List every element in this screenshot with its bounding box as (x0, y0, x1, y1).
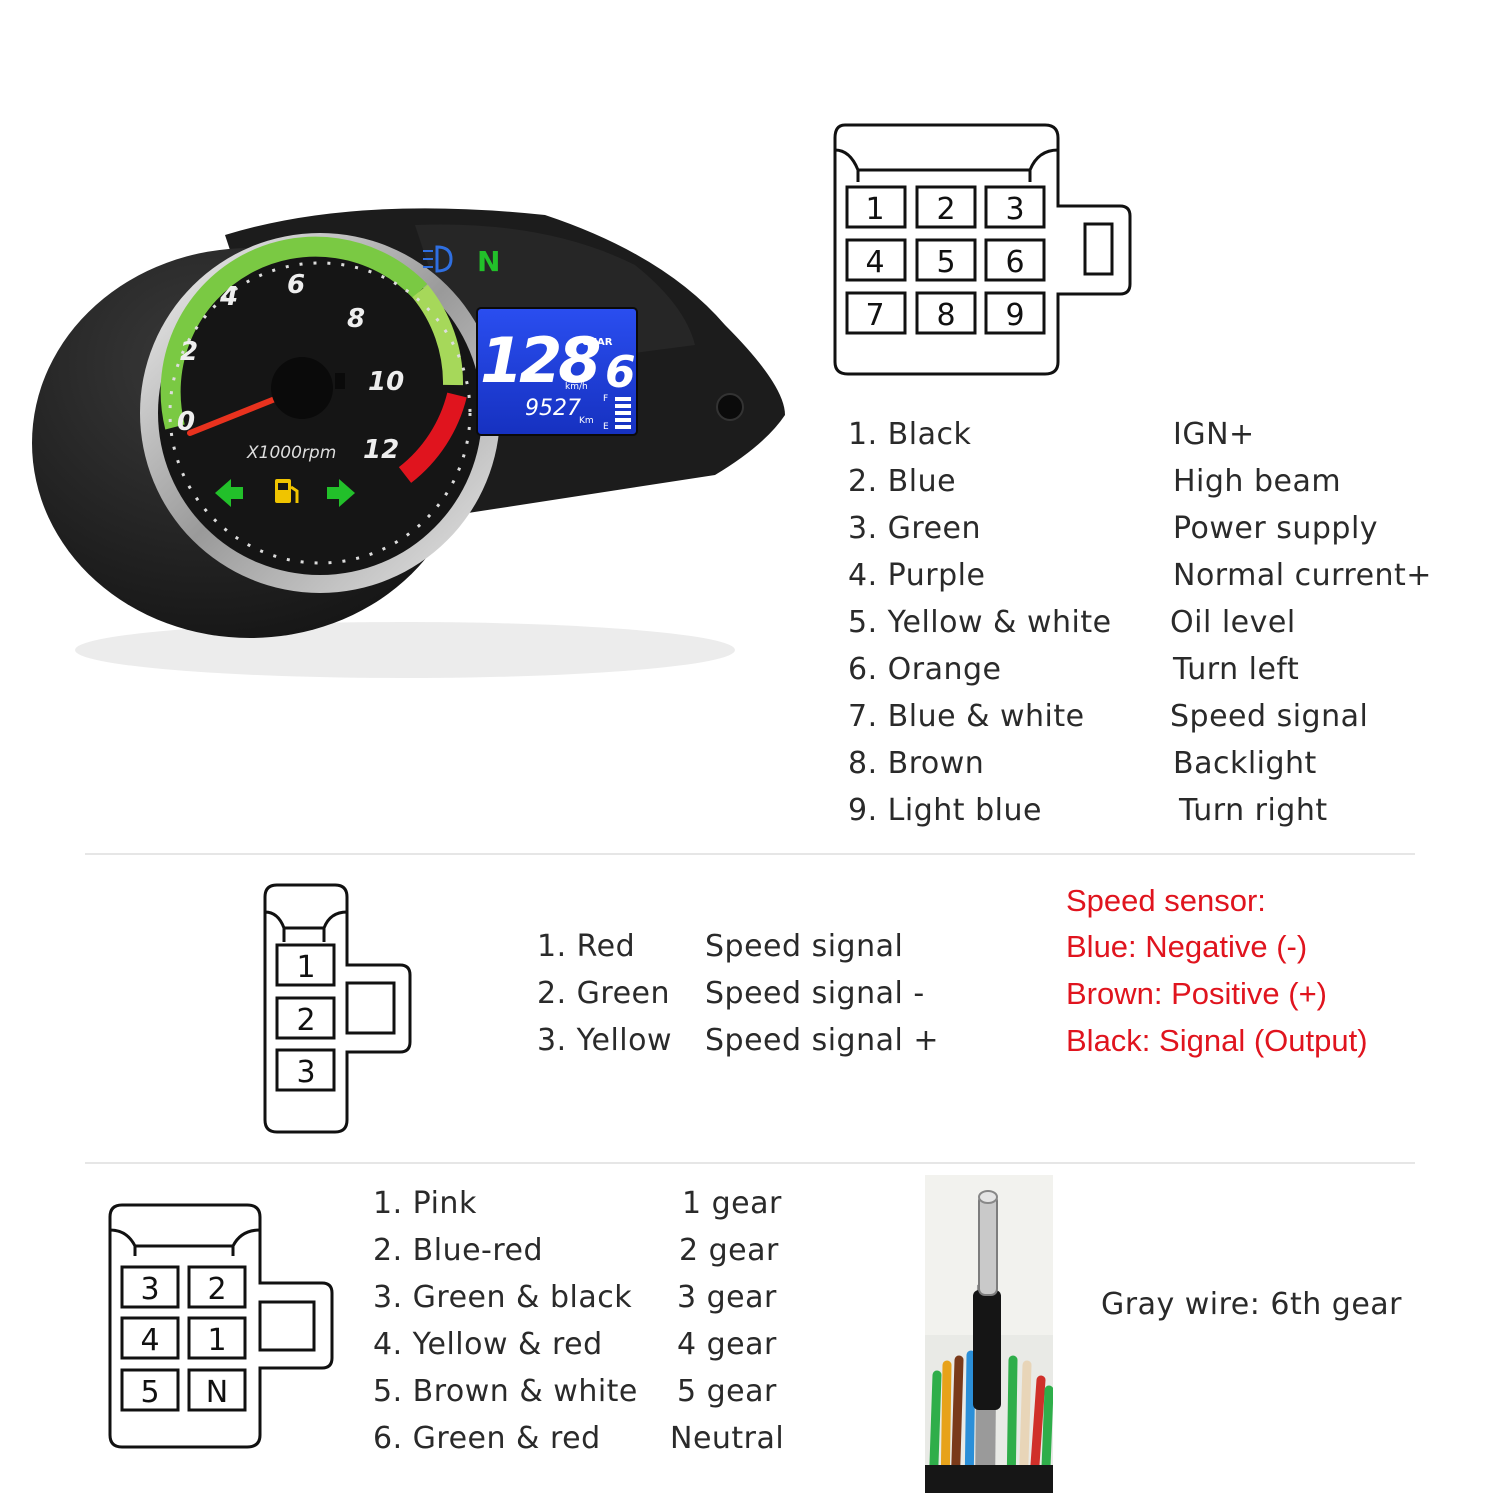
section-divider (85, 1162, 1415, 1164)
wire-color: 1. Black (848, 417, 972, 452)
rpm-label: X1000rpm (246, 443, 336, 463)
wire-color: 3. Yellow (537, 1023, 673, 1058)
pin-3: 3 (140, 1272, 159, 1307)
wire-function: 1 gear (682, 1186, 782, 1221)
pin-2: 2 (207, 1272, 226, 1307)
needle-hub (271, 357, 333, 419)
wire-color: 5. Yellow & white (848, 605, 1112, 640)
lcd-speed-unit: km/h (565, 382, 588, 392)
wire-function: IGN+ (1173, 417, 1255, 452)
rpm-tick-12: 12 (363, 435, 399, 465)
rpm-tick-10: 10 (368, 367, 404, 397)
neutral-indicator: N (477, 245, 500, 278)
wire-function: Normal current+ (1173, 558, 1432, 593)
wire-color: 5. Brown & white (373, 1374, 638, 1409)
pin-5: 5 (936, 245, 955, 280)
wire-color: 6. Green & red (373, 1421, 601, 1456)
lcd-gear: 6 (605, 347, 636, 398)
gray-wire-note: Gray wire: 6th gear (1101, 1287, 1403, 1322)
connector-6pin: 3 2 4 1 5 N (108, 1203, 334, 1449)
high-beam-icon (423, 245, 453, 273)
rpm-tick-2: 2 (180, 337, 198, 367)
wire-function: Neutral (670, 1421, 785, 1456)
speed-sensor-line: Blue: Negative (-) (1066, 929, 1308, 964)
wire-function: 5 gear (677, 1374, 777, 1409)
wire-function: Speed signal (1170, 699, 1369, 734)
wire-color: 3. Green (848, 511, 982, 546)
rpm-tick-8: 8 (347, 304, 365, 334)
speed-sensor-title: Speed sensor: (1066, 883, 1266, 918)
wire-function: Speed signal - (705, 976, 925, 1011)
wire-color: 2. Green (537, 976, 671, 1011)
connector-3pin: 1 2 3 (263, 883, 412, 1134)
rpm-green-band (160, 236, 428, 430)
pin-1: 1 (296, 950, 315, 985)
lcd-odometer-unit: Km (579, 416, 594, 426)
wire-function: Power supply (1173, 511, 1379, 546)
wire-color: 3. Green & black (373, 1280, 633, 1315)
wire-color: 8. Brown (848, 746, 985, 781)
gray-wire-photo (925, 1175, 1053, 1493)
fuel-icon (275, 479, 299, 503)
wire-function: Speed signal (705, 929, 904, 964)
wire-function: Turn left (1173, 652, 1300, 687)
shadow (75, 622, 735, 678)
pin-5: 5 (140, 1375, 159, 1410)
lcd-speed: 128 (480, 324, 599, 397)
rpm-tick-4: 4 (219, 282, 238, 312)
speed-sensor-line: Brown: Positive (+) (1066, 976, 1328, 1011)
wire-function: High beam (1173, 464, 1342, 499)
wire-color: 2. Blue-red (373, 1233, 544, 1268)
pin-9: 9 (1005, 298, 1024, 333)
wire-function: 2 gear (679, 1233, 779, 1268)
heat-shrink (973, 1290, 1001, 1410)
needle (187, 394, 283, 436)
wire-color: 1. Pink (373, 1186, 477, 1221)
wire-color: 6. Orange (848, 652, 1002, 687)
pin-6: 6 (1005, 245, 1024, 280)
bullet-connector (978, 1194, 998, 1296)
pin-3: 3 (296, 1055, 315, 1090)
speed-sensor-line: Black: Signal (Output) (1066, 1023, 1368, 1058)
lcd-fuel-bars (615, 397, 631, 429)
wire-color: 4. Yellow & red (373, 1327, 603, 1362)
turn-left-arrow-icon (215, 479, 243, 507)
wire-function: Speed signal + (705, 1023, 939, 1058)
lcd-display (476, 307, 638, 436)
wire-function: 3 gear (677, 1280, 777, 1315)
pin-1: 1 (865, 192, 884, 227)
wire-color: 9. Light blue (848, 793, 1042, 828)
wire-function: Turn right (1179, 793, 1328, 828)
gauge-illustration: 0 2 4 6 8 10 12 X1000rpm N 128 km/h GEAR… (32, 208, 785, 678)
rpm-tick-6: 6 (287, 270, 305, 300)
wire-function: 4 gear (677, 1327, 777, 1362)
wire-color: 4. Purple (848, 558, 986, 593)
lcd-gear-label: GEAR (582, 337, 613, 348)
lcd-fuel-empty: E (603, 422, 609, 432)
rpm-tick-0: 0 (177, 407, 195, 437)
wire-function: Backlight (1173, 746, 1317, 781)
pin-1: 1 (207, 1323, 226, 1358)
turn-right-arrow-icon (327, 479, 355, 507)
pin-3: 3 (1005, 192, 1024, 227)
pin-4: 4 (865, 245, 884, 280)
connector-9pin: 1 2 3 4 5 6 7 8 9 (833, 123, 1132, 376)
lcd-odometer: 9527 (525, 396, 581, 421)
pin-n: N (206, 1375, 228, 1410)
mount-bolt (716, 393, 744, 421)
lcd-fuel-full: F (603, 394, 608, 404)
pin-2: 2 (936, 192, 955, 227)
pin-7: 7 (865, 298, 884, 333)
rpm-red-band (398, 392, 467, 483)
wire-color: 2. Blue (848, 464, 957, 499)
wire-color: 7. Blue & white (848, 699, 1085, 734)
pin-4: 4 (140, 1323, 159, 1358)
wire-function: Oil level (1170, 605, 1296, 640)
wire-color: 1. Red (537, 929, 636, 964)
pin-8: 8 (936, 298, 955, 333)
section-divider (85, 853, 1415, 855)
pin-2: 2 (296, 1003, 315, 1038)
